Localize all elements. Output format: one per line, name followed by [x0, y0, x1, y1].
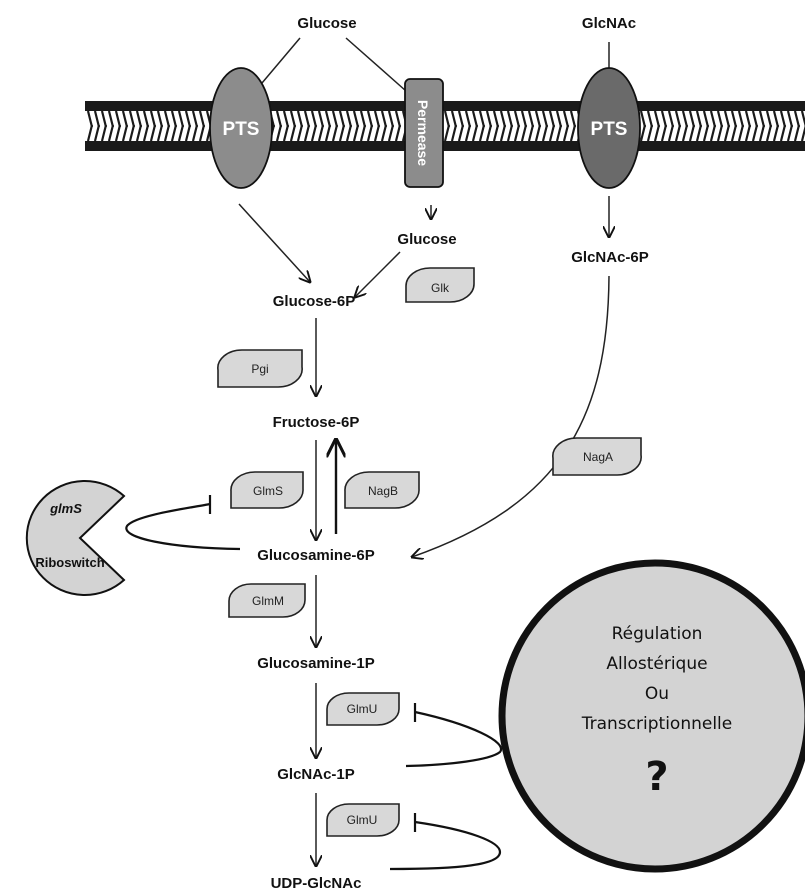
- glcnac-1p-glmu-inhibition: [405, 710, 503, 768]
- glucose-intracellular-label: Glucose: [397, 231, 456, 248]
- glcnac-6p-label: GlcNAc-6P: [571, 249, 649, 266]
- regulation-line-2: Allostérique: [606, 654, 707, 674]
- glucosamine-1p-label: Glucosamine-1P: [257, 655, 375, 672]
- cell-membrane: [85, 101, 805, 151]
- glucosamine-6p-to-riboswitch-inhibition: [125, 502, 241, 551]
- glms-label: GlmS: [253, 484, 283, 498]
- pts-right-transporter: PTS: [577, 67, 641, 189]
- nagb-label: NagB: [368, 484, 398, 498]
- pts-right-label: PTS: [591, 119, 628, 140]
- nagb-enzyme: NagB: [344, 471, 420, 509]
- glmm-label: GlmM: [252, 594, 284, 608]
- regulation-line-3: Ou: [645, 684, 669, 704]
- glms-enzyme: GlmS: [230, 471, 304, 509]
- glmu-2-label: GlmU: [347, 813, 378, 827]
- udp-glcnac-label: UDP-GlcNAc: [271, 875, 362, 892]
- glucosamine-6p-label: Glucosamine-6P: [257, 547, 375, 564]
- glmu-enzyme-2: GlmU: [326, 803, 400, 837]
- glk-label: Glk: [431, 281, 450, 295]
- glmu-1-label: GlmU: [347, 702, 378, 716]
- glucose-to-pts-line: [261, 37, 301, 84]
- regulation-line-4: Transcriptionnelle: [581, 714, 732, 734]
- regulation-circle: Régulation Allostérique Ou Transcription…: [498, 559, 805, 873]
- riboswitch-gene-label: glmS: [49, 501, 82, 516]
- naga-label: NagA: [583, 450, 613, 464]
- glucose-extracellular-label: Glucose: [297, 15, 356, 32]
- riboswitch-label: Riboswitch: [35, 555, 104, 570]
- udp-glcnac-glmu-inhibition: [389, 820, 502, 871]
- pgi-enzyme: Pgi: [217, 349, 303, 388]
- glmu-enzyme-1: GlmU: [326, 692, 400, 726]
- regulation-line-1: Régulation: [612, 624, 703, 644]
- glk-enzyme: Glk: [405, 267, 475, 303]
- glcnac-6p-to-glucosamine-6p-arrow: [412, 275, 610, 557]
- glucose-to-permease-line: [345, 37, 407, 92]
- glms-riboswitch: glmS Riboswitch: [25, 480, 126, 596]
- glucose-6p-label: Glucose-6P: [273, 293, 356, 310]
- pts-to-glucose-6p-arrow: [238, 203, 310, 282]
- permease-transporter: Permease: [404, 78, 444, 188]
- permease-label: Permease: [415, 100, 431, 166]
- glcnac-1p-label: GlcNAc-1P: [277, 766, 355, 783]
- pts-left-transporter: PTS: [209, 67, 273, 189]
- glucose-to-glucose-6p-arrow: [355, 251, 401, 297]
- naga-enzyme: NagA: [552, 437, 642, 476]
- glcnac-extracellular-label: GlcNAc: [582, 15, 636, 32]
- fructose-6p-label: Fructose-6P: [273, 414, 360, 431]
- question-mark: ?: [645, 754, 668, 800]
- pgi-label: Pgi: [251, 362, 268, 376]
- glmm-enzyme: GlmM: [228, 583, 306, 618]
- pts-left-label: PTS: [223, 119, 260, 140]
